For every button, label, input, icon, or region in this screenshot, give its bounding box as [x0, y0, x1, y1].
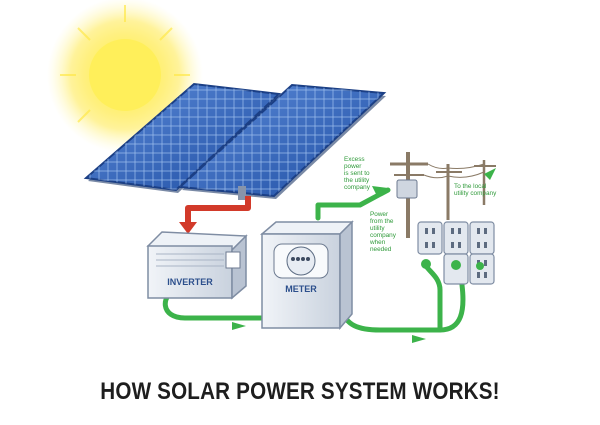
page-title: HOW SOLAR POWER SYSTEM WORKS!: [100, 378, 500, 405]
svg-text:To the local: To the local: [454, 183, 486, 190]
meter-label: METER: [285, 284, 317, 294]
solar-panel-array: [83, 82, 387, 200]
solar-system-diagram: INVERTER METER: [47, 0, 497, 343]
svg-text:the utility: the utility: [344, 177, 370, 184]
svg-text:needed: needed: [370, 246, 392, 253]
utility-poles: [390, 152, 496, 238]
to-local-utility-label: To the local utility company: [454, 183, 497, 197]
svg-text:Excess: Excess: [344, 156, 365, 163]
inverter-unit: INVERTER: [146, 231, 248, 300]
svg-text:from the: from the: [370, 218, 394, 225]
flow-arrows: [232, 186, 426, 343]
svg-text:company: company: [370, 232, 397, 239]
svg-text:company: company: [344, 184, 371, 191]
meter-unit: METER: [259, 220, 354, 331]
svg-text:power: power: [344, 163, 362, 170]
inverter-label: INVERTER: [167, 277, 213, 287]
svg-text:when: when: [369, 239, 386, 246]
pole-arrow: [484, 168, 496, 180]
svg-text:utility company: utility company: [454, 190, 497, 197]
power-from-utility-label: Power from the utility company when need…: [369, 211, 397, 253]
dc-wire: [179, 196, 251, 234]
svg-text:utility: utility: [370, 225, 385, 232]
svg-text:is sent to: is sent to: [344, 170, 370, 177]
outlet-panel: [417, 221, 495, 285]
excess-power-label: Excess power is sent to the utility comp…: [344, 156, 371, 191]
svg-text:Power: Power: [370, 211, 389, 218]
